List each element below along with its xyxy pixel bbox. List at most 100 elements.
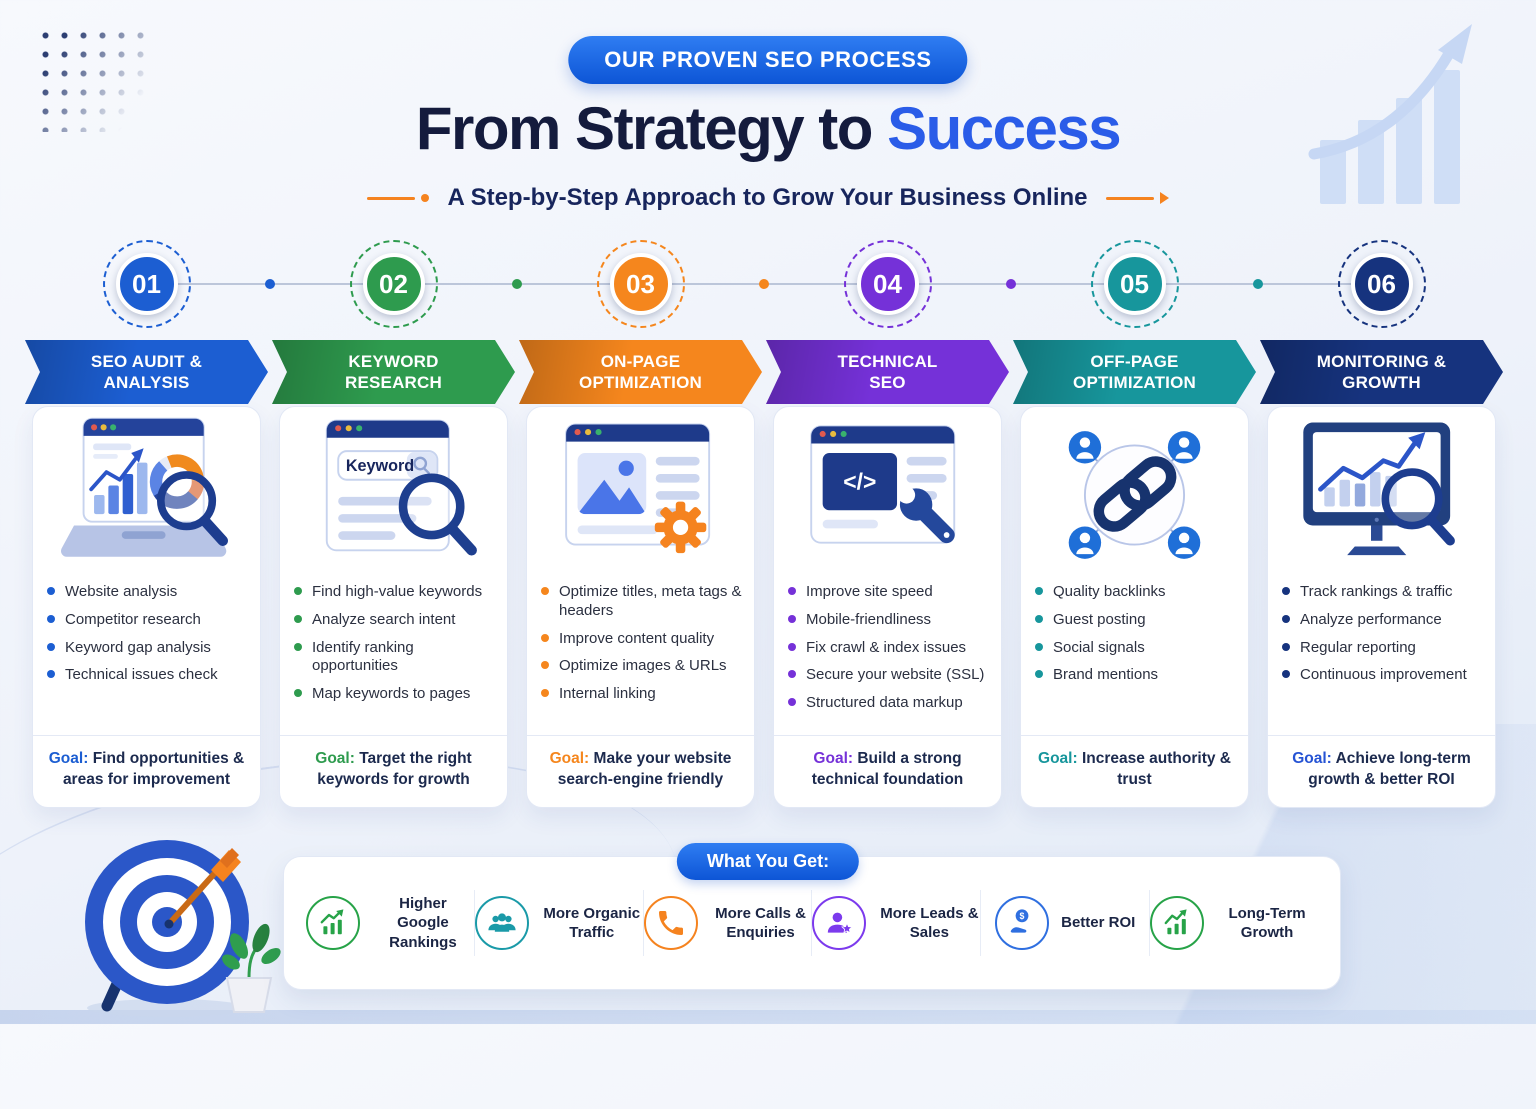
- footer-badge: What You Get:: [676, 843, 860, 880]
- step-card: Track rankings & traffic Analyze perform…: [1267, 406, 1496, 808]
- bullet-dot: [788, 642, 796, 651]
- bullet-dot: [294, 642, 302, 651]
- code-wrench-icon: </>: [774, 407, 1001, 577]
- step-banner: MONITORING & GROWTH: [1260, 340, 1503, 404]
- people-icon: [474, 896, 529, 950]
- list-item: Optimize images & URLs: [541, 657, 742, 676]
- bullet-dot: [1035, 642, 1043, 651]
- step-column-technical-seo: TECHNICAL SEO </>: [773, 340, 1002, 808]
- step-column-onpage-optimization: ON-PAGE OPTIMIZATION: [526, 340, 755, 808]
- list-item: Technical issues check: [47, 666, 248, 685]
- step-number: 06: [1350, 253, 1413, 315]
- bullet-list: Find high-value keywords Analyze search …: [280, 577, 507, 713]
- benefits-card: Higher Google Rankings More Organic Traf…: [283, 856, 1341, 990]
- target-dartboard-icon: [85, 840, 281, 1017]
- step-banner: SEO AUDIT & ANALYSIS: [25, 340, 268, 404]
- keyword-search-icon: Keyword: [280, 407, 507, 577]
- bullet-dot: [294, 614, 302, 623]
- step-banner: ON-PAGE OPTIMIZATION: [519, 340, 762, 404]
- growth-chart-decoration-icon: [1308, 24, 1472, 204]
- bullet-dot: [1282, 642, 1290, 651]
- bullet-dot: [788, 614, 796, 623]
- bullet-list: Improve site speed Mobile-friendliness F…: [774, 577, 1001, 722]
- bullet-dot: [541, 633, 549, 642]
- list-item: Improve content quality: [541, 630, 742, 649]
- list-item: Map keywords to pages: [294, 685, 495, 704]
- svg-text:$: $: [1020, 911, 1025, 921]
- step-column-offpage-optimization: OFF-PAGE OPTIMIZATION: [1020, 340, 1249, 808]
- bullet-dot: [294, 587, 302, 595]
- goal-text: Goal: Achieve long-term growth & better …: [1268, 734, 1495, 807]
- rankings-chart-icon: [306, 896, 360, 950]
- list-item: Continuous improvement: [1282, 666, 1483, 685]
- bullet-list: Optimize titles, meta tags & headers Imp…: [527, 577, 754, 713]
- step-column-seo-audit: SEO AUDIT & ANALYSIS: [32, 340, 261, 808]
- goal-text: Goal: Increase authority & trust: [1021, 734, 1248, 807]
- bullet-dot: [47, 614, 55, 623]
- bullet-dot: [788, 698, 796, 706]
- step-number: 02: [362, 253, 425, 315]
- bullet-dot: [1282, 614, 1290, 623]
- step-banner: OFF-PAGE OPTIMIZATION: [1013, 340, 1256, 404]
- backlinks-icon: [1021, 407, 1248, 577]
- goal-text: Goal: Make your website search-engine fr…: [527, 734, 754, 807]
- person-star-icon: [812, 896, 867, 950]
- step-banner: KEYWORD RESEARCH: [272, 340, 515, 404]
- benefit-calls-enquiries: More Calls & Enquiries: [643, 896, 812, 950]
- step-card: Website analysis Competitor research Key…: [32, 406, 261, 808]
- search-input-text: Keyword: [346, 457, 414, 475]
- title-prefix: From Strategy to: [415, 95, 874, 162]
- bullet-list: Website analysis Competitor research Key…: [33, 577, 260, 694]
- step-card: Keyword Find high-value keywords Analyze…: [279, 406, 508, 808]
- list-item: Regular reporting: [1282, 639, 1483, 658]
- benefit-leads-sales: More Leads & Sales: [812, 896, 980, 950]
- bullet-dot: [541, 661, 549, 670]
- divider: [980, 890, 982, 956]
- subtitle-right-arrow: [1159, 192, 1169, 204]
- benefit-higher-rankings: Higher Google Rankings: [306, 894, 474, 953]
- list-item: Guest posting: [1035, 611, 1236, 630]
- subtitle-left-line: [367, 196, 416, 200]
- divider: [811, 890, 813, 956]
- phone-icon: [643, 896, 698, 950]
- bullet-dot: [47, 642, 55, 651]
- list-item: Secure your website (SSL): [788, 666, 989, 685]
- bullet-dot: [788, 587, 796, 595]
- list-item: Mobile-friendliness: [788, 611, 989, 630]
- monitor-analytics-icon: [1268, 407, 1495, 577]
- timeline-step: 04: [773, 236, 1002, 332]
- subtitle-left-dot: [421, 194, 430, 202]
- benefit-longterm-growth: Long-Term Growth: [1150, 896, 1318, 950]
- bullet-dot: [294, 689, 302, 697]
- divider: [473, 890, 475, 956]
- step-number: 03: [609, 253, 672, 315]
- bottom-band-decoration: [0, 1010, 1536, 1024]
- list-item: Internal linking: [541, 685, 742, 704]
- list-item: Optimize titles, meta tags & headers: [541, 583, 742, 621]
- page-title: From Strategy to Success: [0, 94, 1536, 163]
- subtitle: A Step-by-Step Approach to Grow Your Bus…: [447, 184, 1088, 211]
- divider: [642, 890, 644, 956]
- header-badge: OUR PROVEN SEO PROCESS: [568, 36, 968, 84]
- step-banner: TECHNICAL SEO: [766, 340, 1009, 404]
- timeline-step: 05: [1020, 236, 1249, 332]
- benefit-organic-traffic: More Organic Traffic: [474, 896, 643, 950]
- list-item: Analyze performance: [1282, 611, 1483, 630]
- timeline-step: 03: [526, 236, 755, 332]
- growth-arrow-icon: [1150, 896, 1205, 950]
- step-number: 05: [1103, 253, 1166, 315]
- subtitle-row: A Step-by-Step Approach to Grow Your Bus…: [0, 184, 1536, 212]
- list-item: Analyze search intent: [294, 611, 495, 630]
- bullet-list: Quality backlinks Guest posting Social s…: [1021, 577, 1248, 694]
- bullet-dot: [788, 670, 796, 679]
- list-item: Website analysis: [47, 583, 248, 602]
- list-item: Quality backlinks: [1035, 583, 1236, 602]
- step-card: Optimize titles, meta tags & headers Imp…: [526, 406, 755, 808]
- goal-text: Goal: Target the right keywords for grow…: [280, 734, 507, 807]
- list-item: Track rankings & traffic: [1282, 583, 1483, 602]
- timeline-step: 06: [1267, 236, 1496, 332]
- bullet-dot: [1035, 670, 1043, 679]
- page-gear-icon: [527, 407, 754, 577]
- bullet-dot: [541, 689, 549, 697]
- title-accent: Success: [887, 95, 1122, 162]
